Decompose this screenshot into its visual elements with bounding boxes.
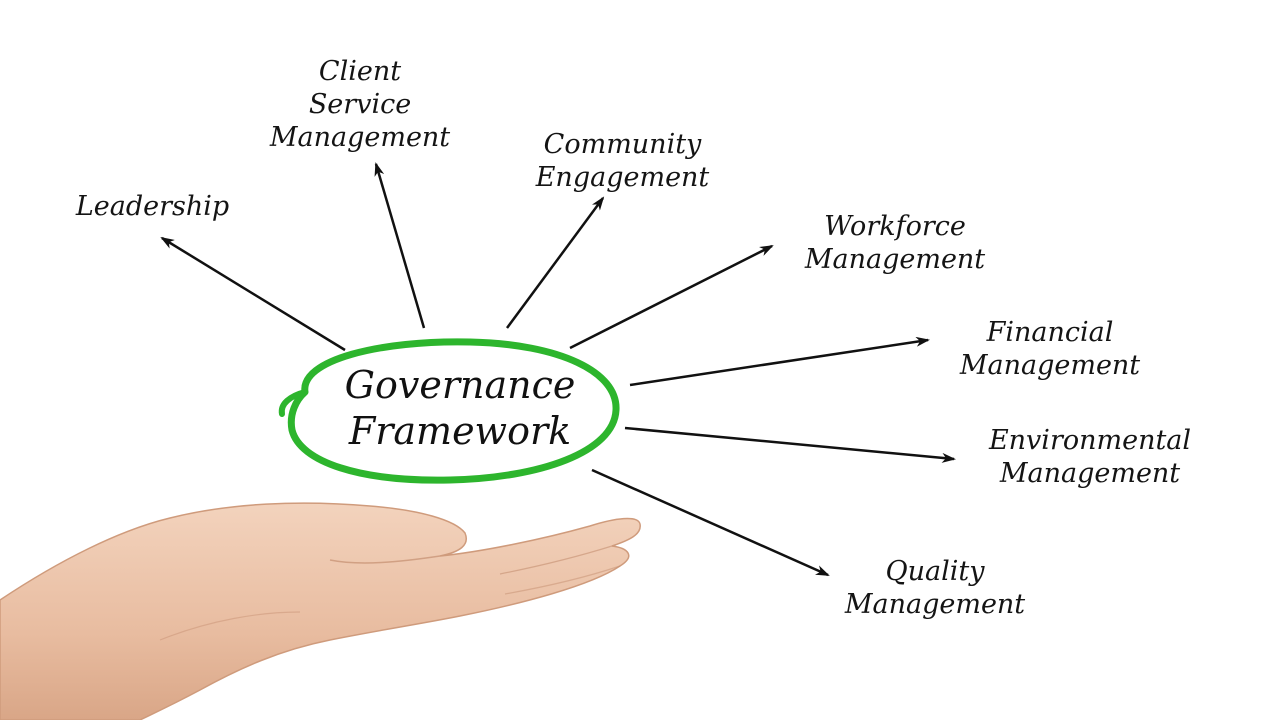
branch-quality-line-2: Management (844, 589, 1026, 620)
branch-community-engagement: Community Engagement (505, 128, 740, 194)
branch-leadership: Leadership (55, 190, 250, 223)
arrow-client-service-management (374, 162, 426, 329)
branch-quality-line-1: Quality (885, 556, 985, 587)
arrow-quality-management (591, 468, 830, 577)
branch-financial-management: Financial Management (930, 316, 1170, 382)
arrow-financial-management (629, 336, 930, 387)
hand-illustration (0, 502, 641, 720)
branch-leadership-line-1: Leadership (75, 191, 230, 222)
arrow-leadership (160, 236, 346, 352)
branch-financial-line-2: Management (959, 350, 1141, 381)
center-label-line-1: Governance (344, 363, 576, 407)
center-label: Governance Framework (300, 362, 620, 454)
branch-community-line-1: Community (543, 129, 702, 160)
branch-workforce-line-1: Workforce (824, 211, 966, 242)
branch-workforce-line-2: Management (804, 244, 986, 275)
branch-environmental-management: Environmental Management (955, 424, 1225, 490)
branch-financial-line-1: Financial (986, 317, 1114, 348)
branch-client-line-2: Service (308, 89, 412, 120)
branch-client-line-3: Management (269, 122, 451, 153)
branch-community-line-2: Engagement (535, 162, 710, 193)
branch-client-line-1: Client (318, 56, 402, 87)
branch-client-service-management: Client Service Management (235, 55, 485, 154)
branch-quality-management: Quality Management (815, 555, 1055, 621)
arrow-community-engagement (505, 196, 605, 329)
center-label-line-2: Framework (348, 409, 572, 453)
branch-workforce-management: Workforce Management (775, 210, 1015, 276)
center-ellipse (278, 338, 620, 484)
branch-environmental-line-1: Environmental (988, 425, 1192, 456)
branch-environmental-line-2: Management (999, 458, 1181, 489)
arrow-workforce-management (569, 244, 774, 350)
arrow-environmental-management (624, 426, 956, 463)
